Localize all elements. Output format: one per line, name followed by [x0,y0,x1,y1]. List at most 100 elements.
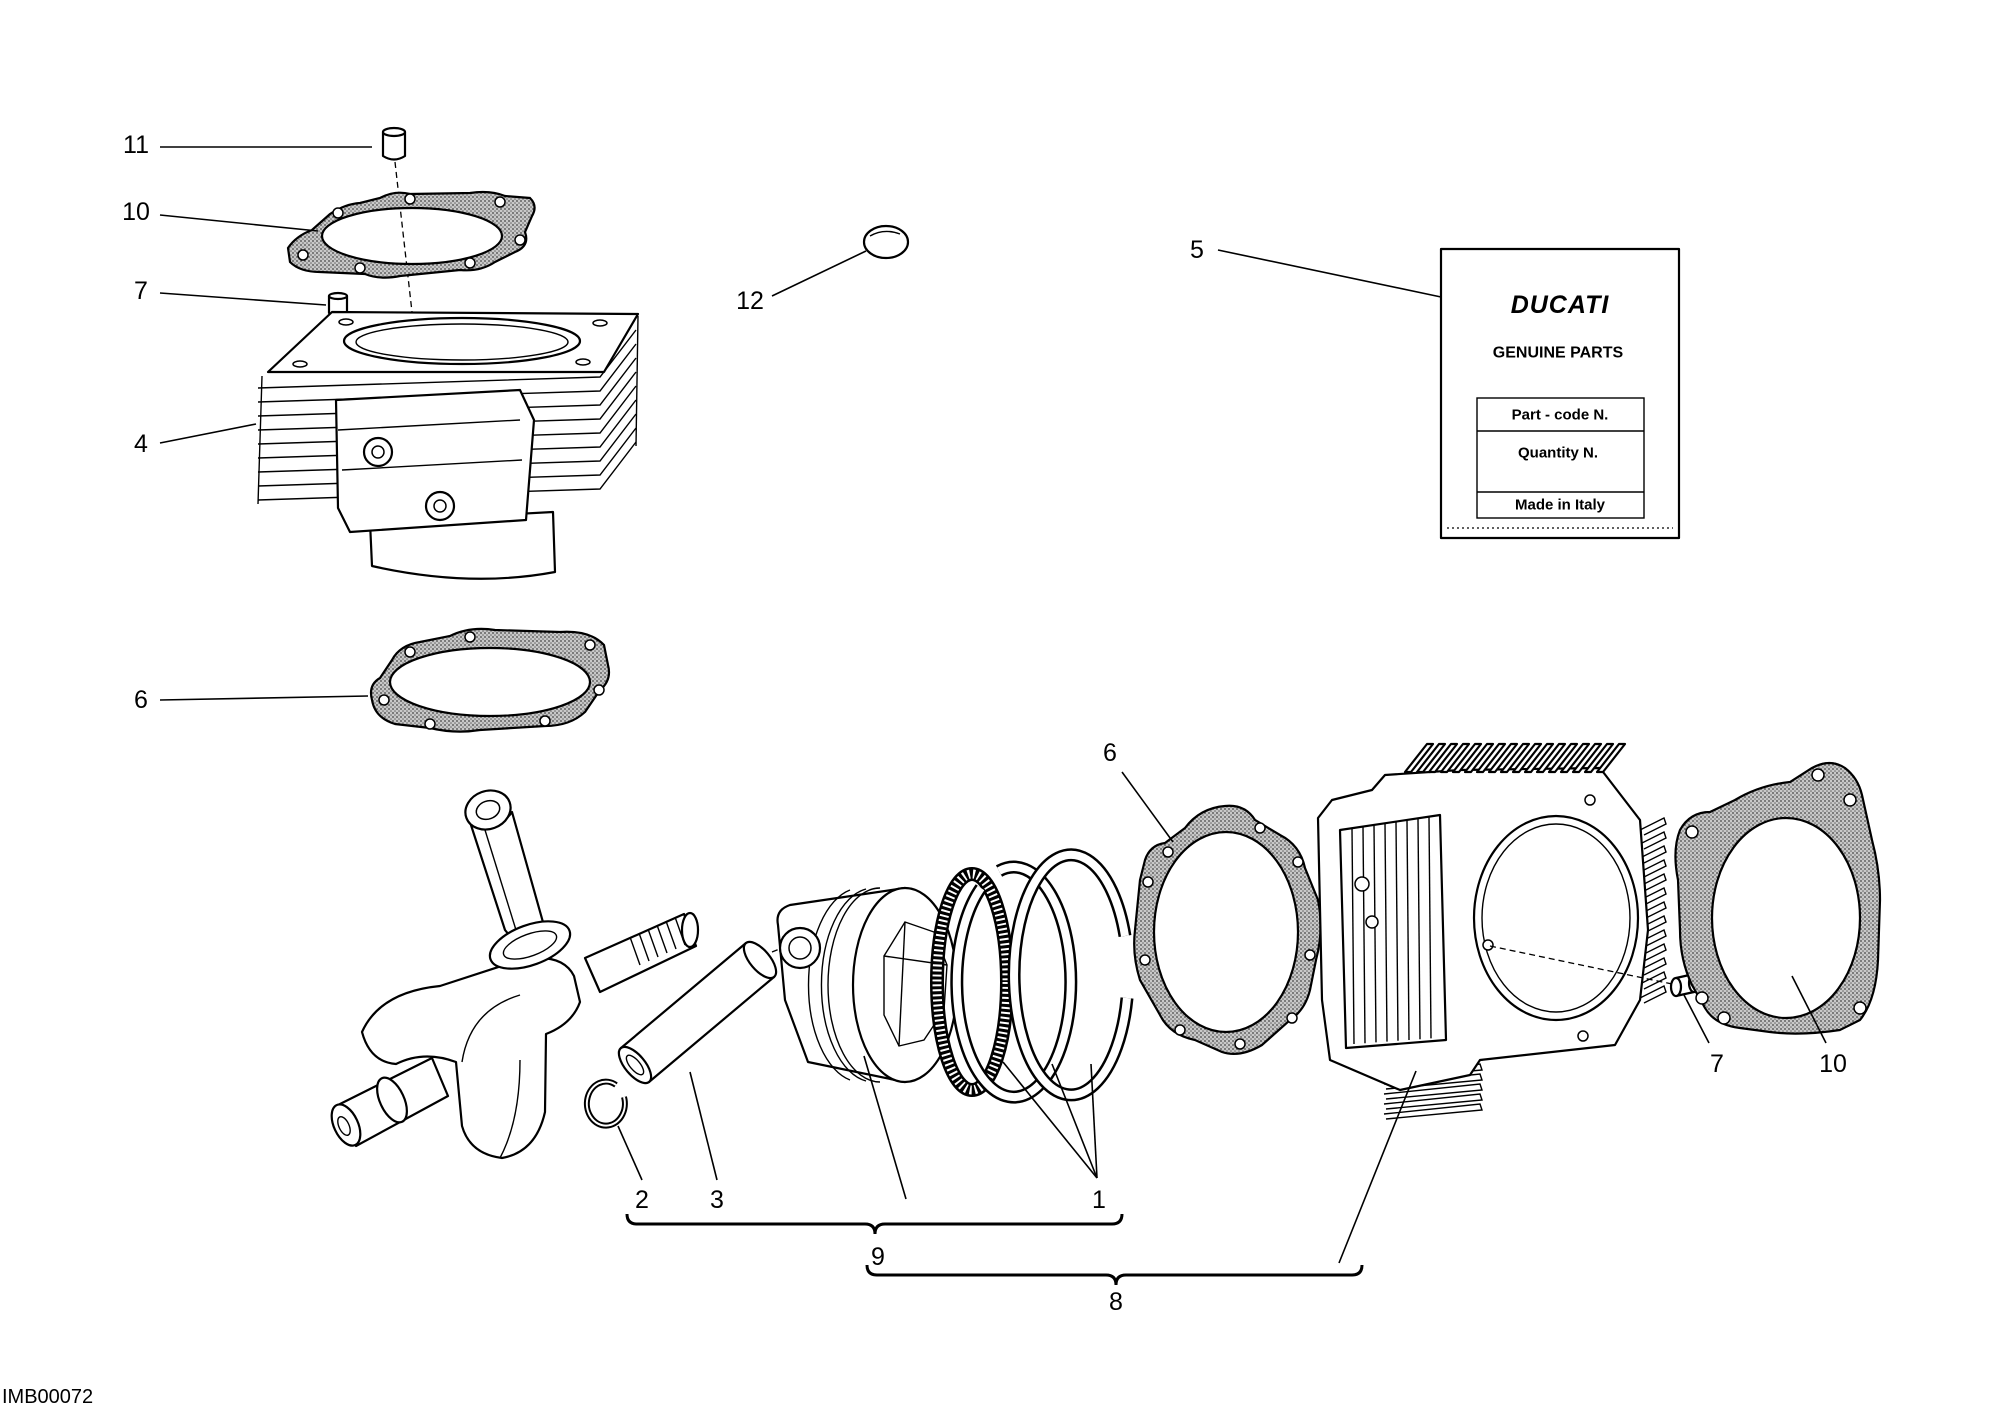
cooling-fin [1427,742,1459,774]
callout-10: 10 [1819,1050,1847,1078]
cooling-fin [1475,742,1507,774]
crank-web [360,956,582,1160]
cooling-fin [1451,742,1483,774]
gasket-bolt-holes [1139,822,1316,1050]
cooling-fin [1439,742,1471,774]
cooling-fin [1362,826,1366,1044]
callout-11: 11 [123,131,149,159]
leader-line-1 [1002,1061,1098,1179]
leader-line-1 [1051,1063,1098,1179]
cooling-fin [1639,943,1667,962]
cooling-fin [1639,887,1667,906]
leader-line-1 [1090,1063,1098,1179]
cooling-fin [1383,1093,1483,1110]
piston-pin [617,940,778,1085]
leader-line-9 [863,1055,907,1200]
spline-ridge [638,932,650,962]
cooling-fin [1639,929,1667,948]
cooling-fin [1639,985,1667,1004]
callout-10: 10 [122,198,150,226]
callout-7: 7 [134,277,148,305]
cooling-fin [1463,742,1495,774]
cooling-fin [1639,845,1667,864]
dowel-top [381,126,407,161]
leader-line-2 [617,1125,643,1181]
cooling-fin [1639,859,1667,878]
connecting-rod-big-end [488,920,572,970]
cooling-fin [1571,742,1603,774]
leader-line-6 [1121,771,1174,843]
cooling-fin [1406,820,1410,1041]
cylinder-bore [342,316,582,366]
cooling-fin [1373,824,1377,1043]
image-code: IMB00072 [2,1386,93,1408]
cooling-fin [1384,823,1388,1042]
shaft-splines [629,916,686,966]
cylinder-bore-edge [355,323,569,361]
cooling-fin [1383,1103,1483,1120]
cooling-fin [1487,742,1519,774]
gasket-bolt-holes [1685,768,1867,1025]
spline-ridge [665,920,677,950]
piston-ring-groove [820,888,867,1082]
cylinder-side-edge [257,375,263,505]
dowel-axis-line [1489,945,1673,985]
leader-line-10 [1791,975,1827,1044]
callout-12: 12 [736,287,764,315]
cylinder-side-edge [635,315,639,447]
leader-line-12 [771,250,867,297]
cooling-fin [1351,827,1355,1045]
cooling-fin [1415,742,1447,774]
dowel-axis-line [394,161,413,313]
bracket-cylinder-piston-assembly [865,1264,1364,1286]
callout-2: 2 [635,1186,649,1214]
plug-cap [862,224,910,260]
cooling-fin [1639,957,1667,976]
cooling-fin [1428,817,1432,1039]
base-gasket-top [369,627,611,733]
label-row-quantity: Quantity N. [1518,445,1598,462]
cooling-fin [1559,742,1591,774]
head-gasket-top [286,190,536,279]
piston-ring-groove [827,887,881,1083]
cooling-fin [1535,742,1567,774]
crankshaft-right-journal [583,912,698,994]
leader-line-10 [159,214,319,232]
piston [776,886,959,1084]
cooling-fins [1351,817,1432,1045]
piston-rings [930,848,1134,1104]
cooling-fin [1583,742,1615,774]
leader-line-8 [1338,1070,1417,1264]
leader-line-7 [159,292,327,306]
cylinder-skirt [368,510,557,580]
gasket-bolt-holes [378,631,605,730]
callout-1: 1 [1092,1186,1106,1214]
callout-3: 3 [710,1186,724,1214]
leader-line-6 [159,695,369,701]
cooling-fin [1639,901,1667,920]
spline-ridge [674,916,686,946]
cooling-fin [1639,817,1667,836]
label-table [1476,397,1645,519]
cooling-fin [257,329,637,389]
callout-5: 5 [1190,236,1204,264]
cooling-fin [1639,971,1667,990]
leader-line-4 [159,423,257,444]
spline-ridge [647,928,659,958]
cylinder-bottom [1316,742,1667,1120]
label-heading: GENUINE PARTS [1493,345,1624,362]
cooling-fin [1639,873,1667,892]
cooling-fin [1547,742,1579,774]
piston-ring-groove [807,889,851,1081]
leader-line-7 [1683,994,1710,1044]
genuine-parts-label: DUCATI GENUINE PARTS Part - code N. Quan… [1439,247,1681,540]
cylinder-bore [1472,814,1640,1022]
callout-7: 7 [1710,1050,1724,1078]
gasket-bolt-holes [297,193,526,274]
head-gasket-bottom [1674,761,1882,1035]
callout-6: 6 [134,686,148,714]
cooling-fin [1383,1083,1483,1100]
spline-ridge [629,936,641,966]
cooling-fins [1639,817,1667,1004]
